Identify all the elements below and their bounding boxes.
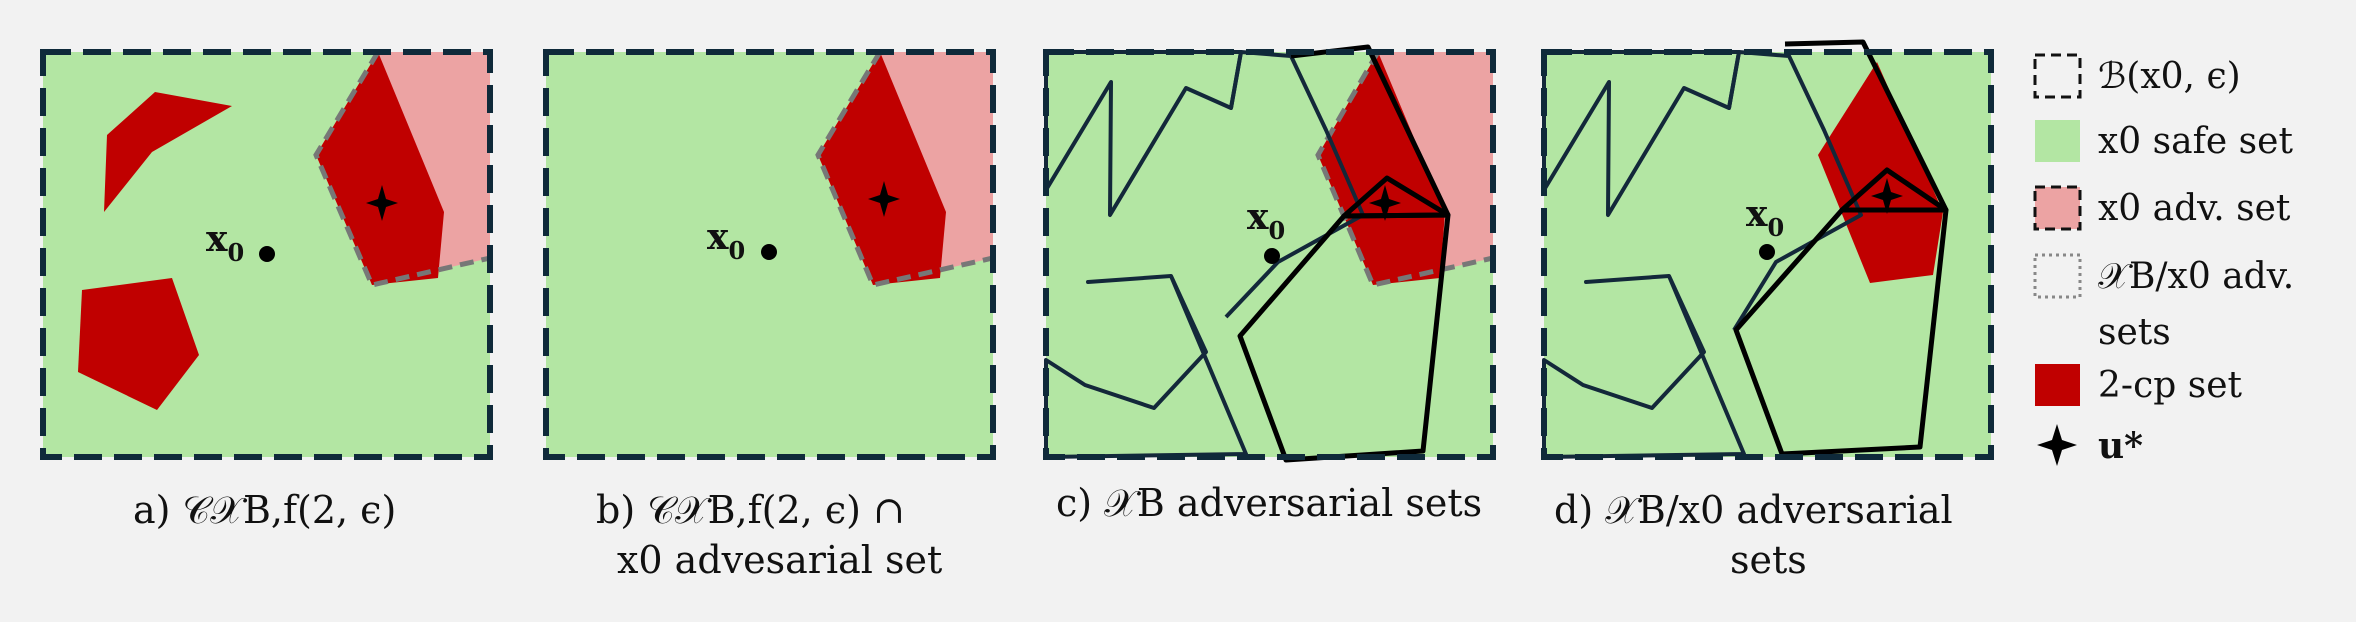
dotted-box-icon (2033, 253, 2082, 299)
panel-b-star-icon (868, 181, 900, 217)
star-icon (2037, 424, 2077, 466)
legend-item-cp: 2-cp set (2035, 364, 2242, 406)
red-box-icon (2035, 364, 2080, 406)
panel-c-adv-set-3 (1224, 50, 1365, 319)
panel-b-ball-boundary (543, 49, 996, 460)
panel-a-cp-blob-1 (104, 92, 232, 212)
legend-item-adv: x0 adv. set (2033, 185, 2291, 231)
panel-c: x0 c) 𝒳B adversarial sets (1043, 44, 1496, 525)
panel-c-adv-boundary (1315, 52, 1493, 288)
legend-label-star: u* (2098, 425, 2143, 467)
pink-dashed-box-icon (2033, 185, 2082, 231)
legend-label-adv: x0 adv. set (2098, 188, 2291, 229)
panel-c-adv-set-5 (1341, 175, 1451, 219)
legend-item-ball: ℬ(x0, ϵ) (2033, 53, 2241, 99)
panel-c-x0-point (1264, 248, 1280, 264)
panel-a-star-icon (366, 185, 398, 221)
panel-c-adv-set-2 (1044, 274, 1248, 459)
panel-d-adv-set-2 (1542, 274, 1746, 459)
panel-c-star-icon (1369, 185, 1401, 221)
panel-d-caption: d) 𝒳B/x0 adversarial (1554, 488, 1953, 532)
legend-label-cp: 2-cp set (2098, 365, 2242, 406)
legend-label-safe: x0 safe set (2098, 121, 2293, 162)
legend-label-ball: ℬ(x0, ϵ) (2098, 56, 2241, 97)
panel-b-caption: b) 𝒞𝒳B,f(2, ϵ) ∩ (596, 488, 905, 532)
panel-c-ball-boundary (1043, 49, 1496, 460)
panel-b: x0 b) 𝒞𝒳B,f(2, ϵ) ∩ x0 advesarial set (543, 49, 996, 582)
panel-a-caption: a) 𝒞𝒳B,f(2, ϵ) (133, 488, 396, 532)
panel-a: x0 a) 𝒞𝒳B,f(2, ϵ) (40, 49, 493, 532)
panel-b-x0-label: x0 (707, 216, 745, 265)
panel-c-adv-set-4 (1237, 44, 1451, 463)
legend-item-star: u* (2037, 424, 2143, 467)
panel-d-star-icon (1871, 178, 1903, 214)
panel-d-x0-point (1759, 244, 1775, 260)
panel-d: x0 d) 𝒳B/x0 adversarial sets (1541, 39, 1994, 582)
panel-c-cp-region (1318, 52, 1445, 285)
panel-c-caption: c) 𝒳B adversarial sets (1056, 481, 1482, 525)
legend: ℬ(x0, ϵ) x0 safe set x0 adv. set 𝒳B/x0 a… (2033, 53, 2294, 467)
panel-b-x0-point (761, 244, 777, 260)
panel-a-ball-boundary (40, 49, 493, 460)
panel-c-x0-label: x0 (1247, 196, 1285, 245)
panel-a-cp-blob-2 (78, 278, 199, 410)
panel-d-caption-line2: sets (1730, 538, 1807, 582)
panel-b-caption-line2: x0 advesarial set (617, 538, 942, 582)
dashed-box-icon (2033, 53, 2082, 99)
panel-d-x0-label: x0 (1746, 193, 1784, 242)
legend-item-xb-adv: 𝒳B/x0 adv. sets (2033, 253, 2294, 353)
panel-a-x0-label: x0 (206, 218, 244, 267)
legend-item-safe: x0 safe set (2035, 120, 2293, 162)
green-box-icon (2035, 120, 2080, 162)
panel-d-ball-boundary (1541, 49, 1994, 460)
legend-label-xb-adv: 𝒳B/x0 adv. (2098, 256, 2294, 297)
panel-d-adv-set-5 (1839, 167, 1949, 213)
panel-d-adv-set-3 (1727, 50, 1863, 332)
panel-d-adv-set-4 (1733, 39, 1949, 457)
panel-a-x0-point (259, 246, 275, 262)
legend-label-xb-adv-line2: sets (2098, 312, 2171, 353)
